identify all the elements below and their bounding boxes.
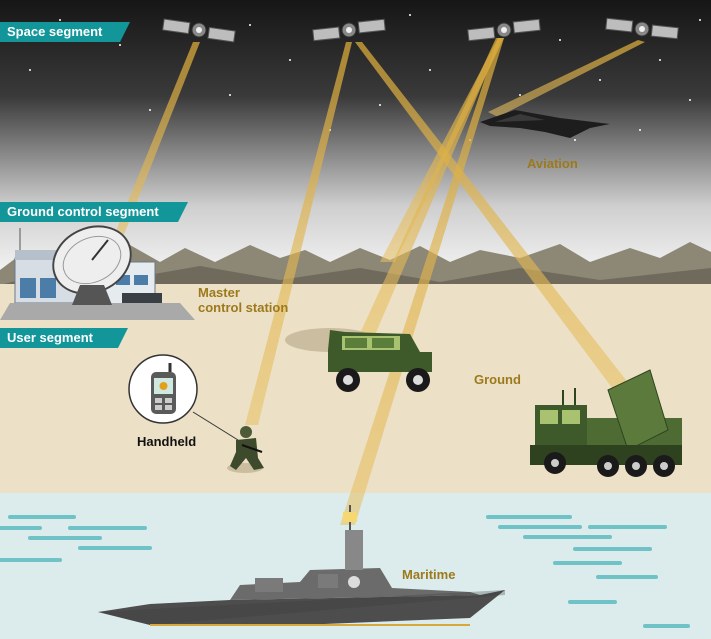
master-control-station — [0, 228, 195, 320]
aviation-label: Aviation — [527, 156, 578, 171]
master-control-label-line1: Master — [198, 285, 240, 300]
armored-vehicle-icon — [285, 328, 432, 392]
signal-beams — [98, 38, 645, 525]
master-control-label-line2: control station — [198, 300, 289, 315]
satellite-icon — [312, 18, 386, 42]
soldier-icon — [227, 426, 264, 473]
ground-control-segment-tag: Ground control segment — [0, 202, 188, 222]
ground-label: Ground — [474, 372, 521, 387]
satellite-icon — [605, 17, 679, 40]
satellite-icon — [467, 18, 541, 42]
handheld-gps-icon — [128, 354, 198, 424]
callout-line — [192, 411, 239, 441]
space-segment-tag: Space segment — [0, 22, 130, 42]
maritime-label: Maritime — [402, 567, 456, 582]
missile-launcher-truck-icon — [530, 369, 682, 477]
handheld-label: Handheld — [137, 434, 197, 449]
stealth-aircraft-icon — [480, 110, 610, 138]
satellite-dish-icon — [52, 225, 132, 305]
satellite-icon — [162, 18, 236, 43]
warship-icon — [98, 505, 505, 626]
user-segment-tag: User segment — [0, 328, 128, 348]
waves — [0, 515, 690, 628]
